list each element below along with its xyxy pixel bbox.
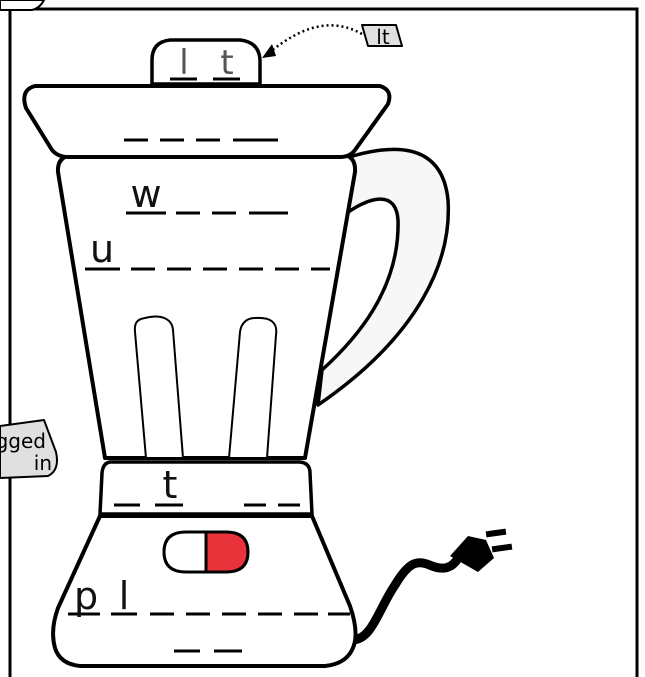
blender-jar: [58, 155, 355, 458]
lid-hint-text: lt: [376, 25, 390, 49]
corner-tab: [0, 0, 44, 10]
base-letter-l: l: [119, 574, 130, 618]
dotted-arrow-icon: [262, 25, 362, 58]
side-hint-text-line2: in: [34, 451, 52, 475]
collar-letter-t: t: [163, 463, 178, 507]
lid-letter-t: t: [220, 43, 233, 83]
lid-letter-l: l: [179, 43, 188, 83]
lid-hint-tag: lt: [362, 25, 402, 49]
jar-letter-u: u: [90, 227, 114, 271]
power-switch-icon[interactable]: [164, 532, 248, 572]
power-plug-icon: [352, 529, 512, 640]
base-letter-p: p: [74, 574, 98, 618]
side-hint-tag: gged in: [0, 420, 57, 478]
side-hint-text-line1: gged: [0, 429, 46, 453]
jar-letter-w: w: [130, 172, 161, 216]
